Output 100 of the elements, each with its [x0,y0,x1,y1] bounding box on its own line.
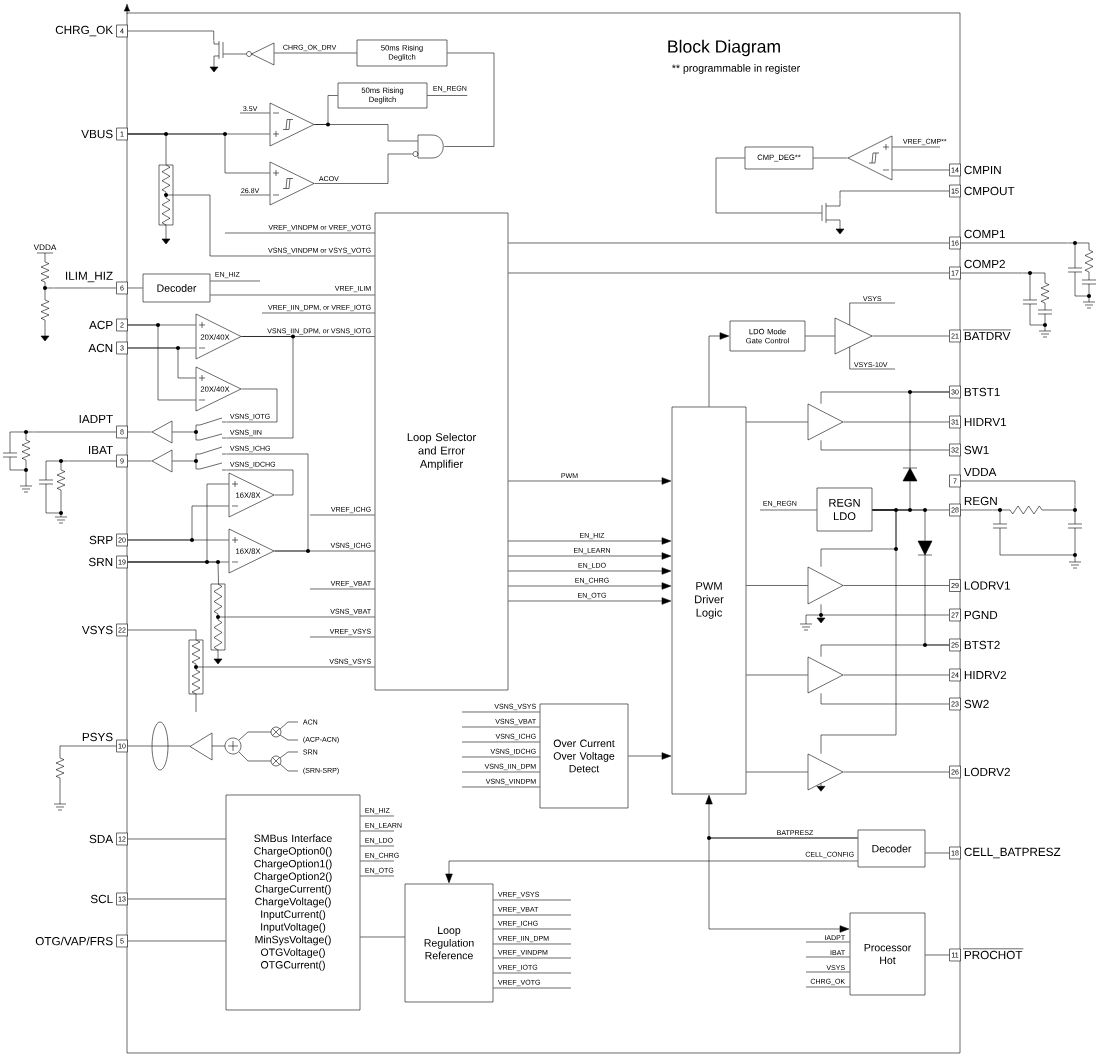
wire [33,431,117,433]
wire [127,745,152,747]
wire [127,324,196,401]
arrow [508,582,672,590]
wire [805,941,850,943]
wire [461,726,540,728]
pin-label: CMPIN [964,165,1001,175]
pin-label: CELL_BATPRESZ [964,847,1061,859]
arrow [508,537,672,545]
wire [746,771,808,773]
wire [461,771,540,773]
wire [360,860,395,862]
wire [805,335,835,337]
wire [427,95,468,96]
amplifier-symbol [807,403,844,441]
wire [960,272,1023,274]
wire [127,561,219,584]
wire [508,272,950,274]
wire [360,830,395,832]
wire [461,786,540,788]
logic-gate-symbol [417,134,444,159]
wire [274,52,357,54]
wire [813,157,848,159]
wire [746,674,808,676]
amplifier-symbol [269,161,315,206]
pin-label: SW2 [964,699,989,709]
wire [172,431,196,433]
pin-label: VBUS [81,129,113,139]
function-block: Over Current Over Voltage Detect [539,703,629,809]
pin-label: IBAT [89,445,113,455]
wire [127,505,229,541]
wire [461,756,540,758]
wire [226,453,309,552]
arrow [445,860,858,884]
wire [805,971,850,973]
wire [493,928,572,930]
wire [127,347,196,379]
wire [493,987,572,989]
wire [444,52,495,147]
wire [239,194,270,196]
wire [127,30,214,41]
wire [223,53,247,55]
wire [843,421,950,423]
pin-label: HIDRV1 [964,417,1007,427]
wire [872,509,926,541]
wire [493,972,572,974]
wire [805,986,850,988]
function-block: SMBus Interface ChargeOption0() ChargeOption1() ChargeOption2() ChargeCurrent() ChargeVoltage() InputCurrent() InputVoltage() MinSysVoltage() OTGVoltage() OTGCurrent() [225,794,361,1011]
resistor-network-drawing [188,639,204,713]
sensing-circuit-drawing [151,721,299,772]
resistor-network-drawing [158,164,174,245]
resistor-network-drawing [1067,241,1097,309]
pin-label: CHRG_OK [55,25,113,37]
wire [493,943,572,945]
wire [309,588,375,590]
arrow [508,567,672,575]
wire [68,460,117,462]
pin-label: PGND [964,610,998,620]
wire [210,280,261,282]
pin-label: REGN [964,496,997,506]
wire [820,604,950,616]
wire [820,509,897,754]
pin-label: ILIM_HIZ [66,271,113,283]
wire [127,460,152,462]
wire [127,287,143,289]
function-block: Decoder [857,829,926,868]
wire [360,815,395,817]
wire [127,940,226,942]
pin-label: BATDRV [962,329,1012,341]
pin-label: PROCHOT [962,948,1024,960]
wire [508,242,950,244]
amplifier-symbol [807,656,844,694]
arrow [708,332,730,407]
function-block: Decoder [142,273,211,303]
wire [759,509,817,511]
pin-label: CMPOUT [964,186,1015,196]
pin-label: BTST1 [964,387,1000,397]
amplifier-symbol [834,317,873,355]
pin-label: OTG/VAP/FRS [35,936,113,946]
wire [314,124,418,142]
wire [226,469,294,496]
wire [960,480,1076,505]
diode-symbol [902,467,918,482]
wire [849,346,896,370]
function-block: REGN LDO [816,487,873,532]
transistor-symbol [209,40,224,73]
wire [892,169,950,171]
wire [172,460,196,462]
switch-drawing [194,446,227,471]
wire [820,440,950,451]
wire [226,388,278,423]
wire [127,629,197,640]
wire [872,335,950,337]
pin-label: ACN [88,343,113,353]
wire [960,242,1068,244]
amplifier-symbol [269,102,315,147]
wire [493,899,572,901]
wire [309,514,375,516]
resistor-network-drawing [210,583,227,665]
wire [843,771,950,773]
